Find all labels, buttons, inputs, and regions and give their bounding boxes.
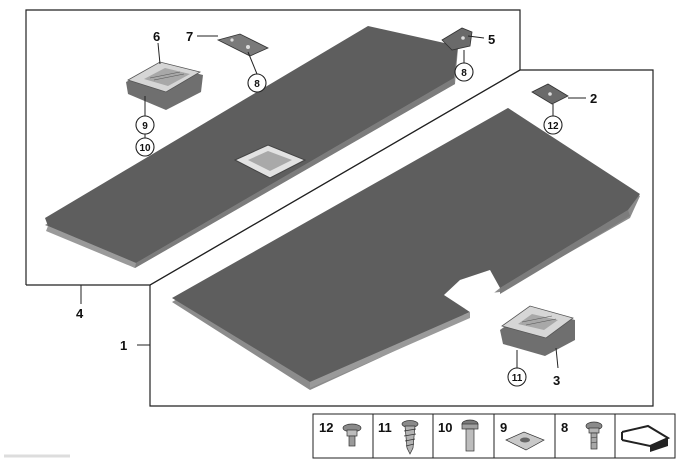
- svg-text:10: 10: [139, 143, 151, 154]
- bracket-part-2: [531, 83, 569, 105]
- svg-text:11: 11: [512, 373, 523, 384]
- callout-12: 12: [543, 115, 563, 135]
- svg-text:8: 8: [461, 68, 467, 79]
- legend-number-11: 11: [378, 420, 392, 435]
- legend-number-10: 10: [438, 420, 452, 435]
- svg-text:12: 12: [547, 121, 559, 132]
- callout-6: 6: [153, 29, 160, 44]
- hardware-legend: 12 11 10 9 8: [312, 413, 676, 459]
- lower-panel-notch: [444, 270, 500, 312]
- bracket-part-7: [216, 33, 269, 57]
- handle-cover-part-6: [126, 61, 203, 110]
- callout-1: 1: [120, 338, 127, 353]
- self-tapping-screw-icon: [401, 420, 419, 455]
- watermark-logo: [4, 454, 70, 458]
- legend-number-9: 9: [500, 420, 507, 435]
- screw-short-icon: [342, 423, 362, 447]
- page-flip-icon: [621, 424, 671, 452]
- callout-7: 7: [186, 29, 193, 44]
- frame-lower-assembly: [149, 69, 654, 407]
- svg-text:8: 8: [254, 79, 260, 90]
- callout-4: 4: [76, 306, 84, 321]
- upper-floor-panel: [45, 26, 458, 268]
- bracket-part-5: [441, 27, 473, 51]
- callout-5: 5: [488, 32, 495, 47]
- callout-2: 2: [590, 91, 597, 106]
- lower-floor-panel: [172, 108, 640, 390]
- callout-8-upper-left: 8: [247, 73, 267, 93]
- bolt-icon: [461, 419, 479, 452]
- legend-number-8: 8: [561, 420, 568, 435]
- torx-screw-icon: [585, 421, 603, 450]
- frame-upper-assembly: [25, 9, 521, 286]
- legend-number-12: 12: [319, 420, 333, 435]
- callout-8-upper-right: 8: [454, 62, 474, 82]
- callout-11: 11: [507, 367, 527, 387]
- square-nut-plate-icon: [505, 431, 545, 451]
- svg-text:9: 9: [142, 121, 148, 132]
- callout-10: 10: [135, 137, 155, 157]
- handle-cover-part-3: [500, 305, 575, 356]
- callout-3: 3: [553, 373, 560, 388]
- callout-9: 9: [135, 115, 155, 135]
